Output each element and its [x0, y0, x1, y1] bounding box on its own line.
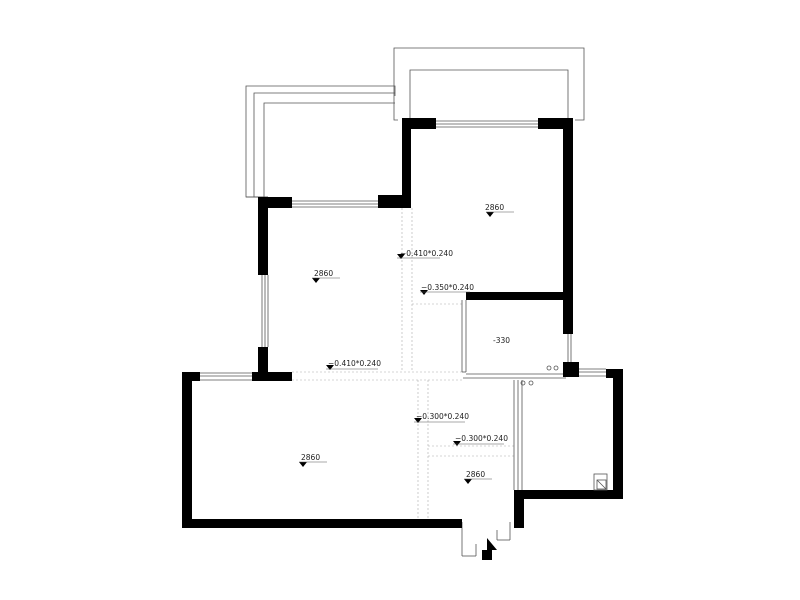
dashed-lines: [292, 208, 514, 520]
elevation-label-master-bedroom: 2860: [485, 203, 504, 212]
walls: [182, 118, 623, 528]
floor-drain-fixture: [520, 365, 559, 386]
elevation-label-second-bedroom: 2860: [314, 269, 333, 278]
beam-label-1: −0.410*0.240: [400, 249, 453, 258]
beam-label-4: −0.300*0.240: [416, 412, 469, 421]
beam-label-5: −0.300*0.240: [455, 434, 508, 443]
entrance-arrow-icon: [482, 538, 497, 560]
label-leader-lines: [299, 211, 514, 480]
level-marker-icons: [299, 212, 494, 484]
balcony-left: [245, 85, 396, 198]
elevation-label-living: 2860: [301, 453, 320, 462]
beam-label-2: −0.350*0.240: [421, 283, 474, 292]
beam-label-3: −0.410*0.240: [328, 359, 381, 368]
balcony-top: [393, 47, 585, 121]
duct-icon: [593, 473, 608, 491]
thin-partitions: [200, 120, 606, 557]
elevation-label-bathroom: -330: [493, 336, 510, 345]
elevation-label-entry: 2860: [466, 470, 485, 479]
